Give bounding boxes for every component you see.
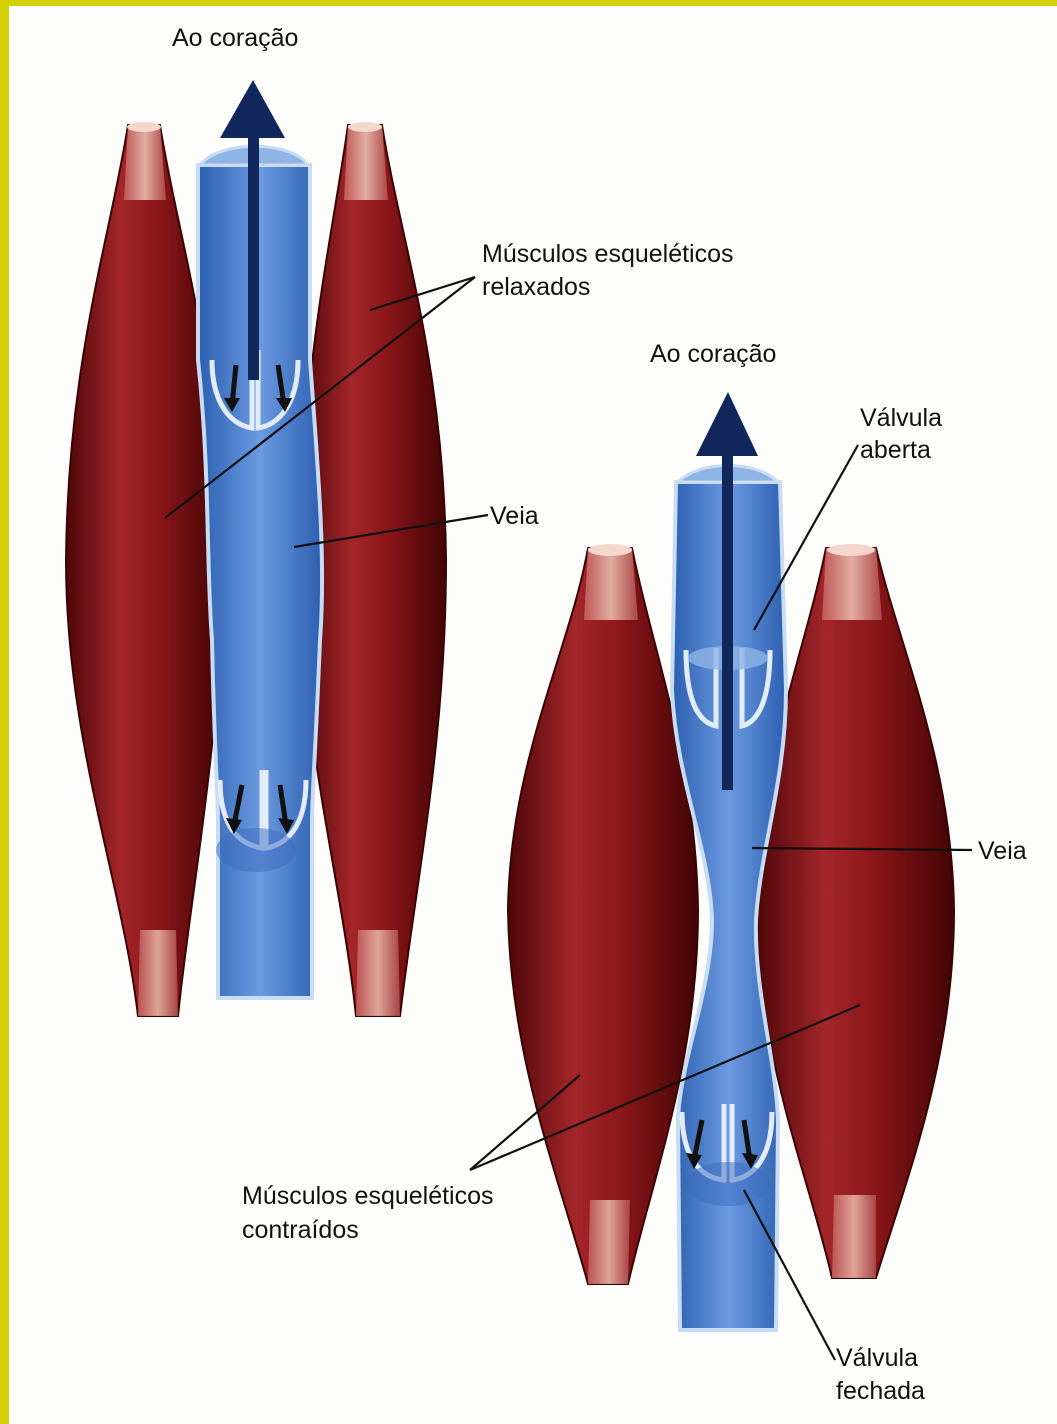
label-relaxed-muscles-line1: Músculos esqueléticos	[482, 238, 734, 270]
label-relaxed-muscles-line2: relaxados	[482, 271, 590, 303]
label-closed-valve-line2: fechada	[836, 1375, 925, 1407]
label-vein-left: Veia	[490, 500, 539, 532]
label-closed-valve-line1: Válvula	[836, 1342, 918, 1374]
left-vein	[198, 146, 322, 998]
right-muscle-1	[508, 544, 698, 1284]
label-contracted-muscles-line1: Músculos esqueléticos	[242, 1180, 494, 1212]
label-to-heart-right: Ao coração	[650, 338, 776, 370]
label-open-valve-line1: Válvula	[860, 402, 942, 434]
label-open-valve-line2: aberta	[860, 434, 931, 466]
label-contracted-muscles-line2: contraídos	[242, 1214, 359, 1246]
label-to-heart-left: Ao coração	[172, 22, 298, 54]
label-vein-right: Veia	[978, 835, 1027, 867]
